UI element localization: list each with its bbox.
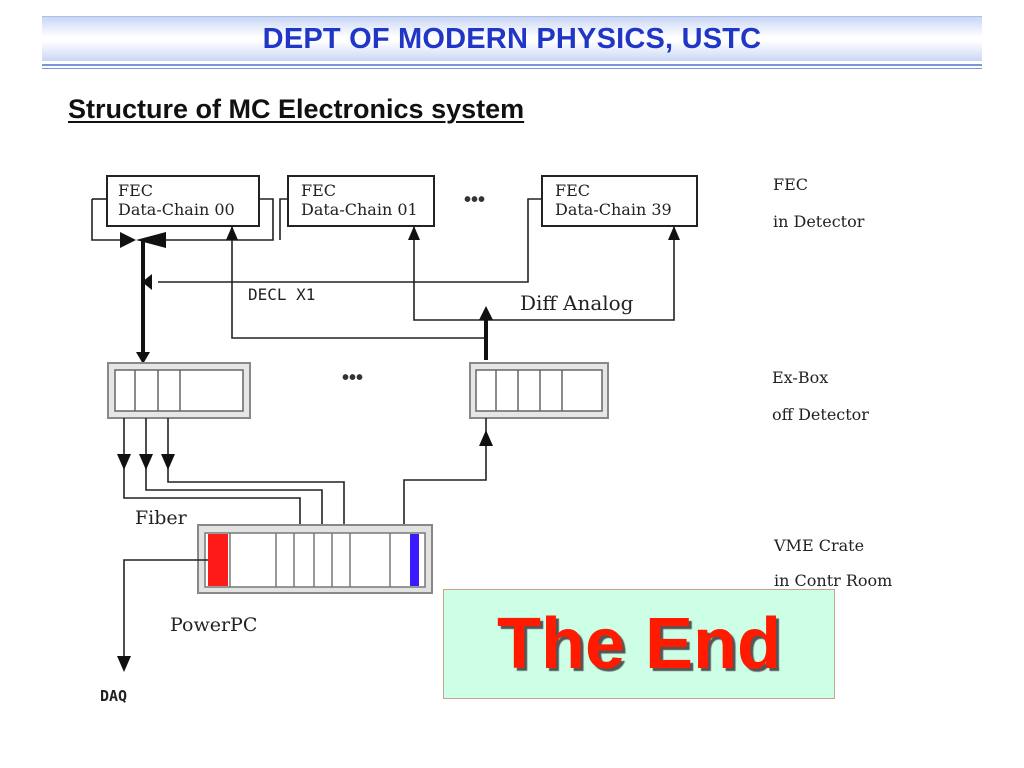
legend-exbox-2: off Detector	[772, 405, 869, 424]
legend: FEC in Detector Ex-Box off Detector VME …	[772, 175, 892, 590]
trunk-arrow-left	[136, 352, 150, 364]
fiber-label: Fiber	[135, 507, 188, 529]
end-banner: The End	[443, 589, 835, 699]
decl-label: DECL X1	[248, 285, 315, 304]
fec-box-39-line2: Data-Chain 39	[555, 200, 672, 219]
daq-arrow	[117, 656, 131, 672]
trunk-arrow-right	[479, 306, 493, 320]
ex-box-1	[107, 362, 251, 419]
fec-box-01-line2: Data-Chain 01	[301, 200, 418, 219]
fec-box-39: FEC Data-Chain 39	[541, 175, 698, 227]
legend-exbox-1: Ex-Box	[772, 368, 828, 387]
ex-box-2	[469, 362, 609, 419]
fiber-arrows	[117, 430, 493, 470]
legend-fec-2: in Detector	[773, 212, 865, 231]
legend-vme-2: in Contr Room	[774, 571, 892, 590]
vme-crate	[197, 524, 433, 594]
slide-heading: Structure of MC Electronics system	[68, 94, 525, 124]
fec-box-39-line1: FEC	[555, 181, 590, 200]
daq-line	[123, 559, 208, 660]
powerpc-label: PowerPC	[170, 614, 257, 636]
legend-fec-1: FEC	[773, 175, 808, 194]
end-banner-text: The End	[497, 604, 781, 684]
diff-analog-label: Diff Analog	[520, 291, 634, 315]
powerpc-slot	[208, 534, 228, 586]
header-rule-bottom	[42, 68, 982, 69]
fec-box-00: FEC Data-Chain 00	[106, 175, 260, 227]
fec-connections	[91, 198, 675, 339]
header-title: DEPT OF MODERN PHYSICS, USTC	[262, 23, 762, 55]
daq-label: DAQ	[100, 687, 127, 705]
legend-vme-1: VME Crate	[773, 536, 864, 555]
header-rule-top	[42, 64, 982, 66]
exbox-ellipsis: •••	[342, 367, 363, 389]
fec-box-01: FEC Data-Chain 01	[287, 175, 435, 227]
fec-box-01-line1: FEC	[301, 181, 336, 200]
blue-slot	[410, 534, 419, 586]
fec-box-00-line2: Data-Chain 00	[118, 200, 235, 219]
fec-box-00-line1: FEC	[118, 181, 153, 200]
header-band: DEPT OF MODERN PHYSICS, USTC	[42, 16, 982, 61]
junction-arrows	[120, 226, 680, 290]
fec-ellipsis: •••	[464, 189, 485, 211]
